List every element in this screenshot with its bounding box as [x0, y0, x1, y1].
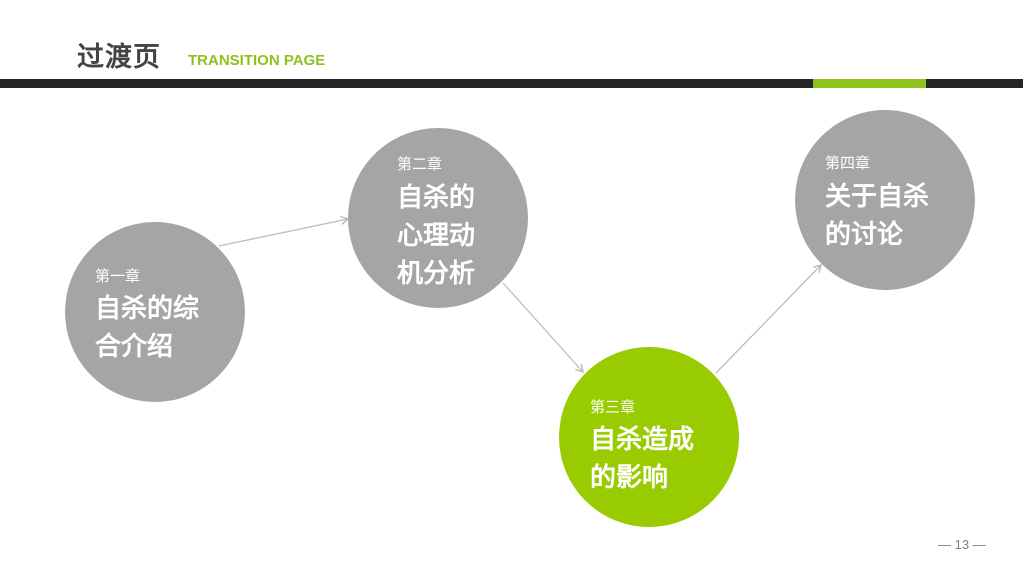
arrow-2-to-3	[502, 282, 584, 373]
chapter-4-label: 第四章	[825, 154, 871, 172]
chapter-3-circle: 第三章 自杀造成 的影响	[559, 347, 739, 527]
chapter-2-topic: 自杀的 心理动 机分析	[397, 183, 476, 289]
header-rule	[0, 79, 1023, 88]
chapter-3-label: 第三章	[590, 398, 636, 416]
chapter-1-circle: 第一章 自杀的综 合介绍	[65, 222, 245, 402]
chapter-1-topic: 自杀的综 合介绍	[95, 294, 200, 362]
page-title: 过渡页	[77, 42, 161, 73]
chapter-4-circle: 第四章 关于自杀 的讨论	[795, 110, 975, 290]
chapter-1-label: 第一章	[95, 267, 141, 285]
page-subtitle: TRANSITION PAGE	[188, 52, 326, 69]
chapter-4-topic: 关于自杀 的讨论	[825, 182, 930, 250]
header-rule-accent	[813, 79, 926, 88]
chapter-3-topic: 自杀造成 的影响	[590, 425, 695, 493]
chapter-2-label: 第二章	[397, 155, 443, 173]
chapter-2-circle: 第二章 自杀的 心理动 机分析	[348, 128, 528, 308]
arrow-3-to-4	[715, 264, 822, 374]
arrow-1-to-2	[218, 215, 350, 247]
page-number: — 13 —	[938, 537, 986, 552]
